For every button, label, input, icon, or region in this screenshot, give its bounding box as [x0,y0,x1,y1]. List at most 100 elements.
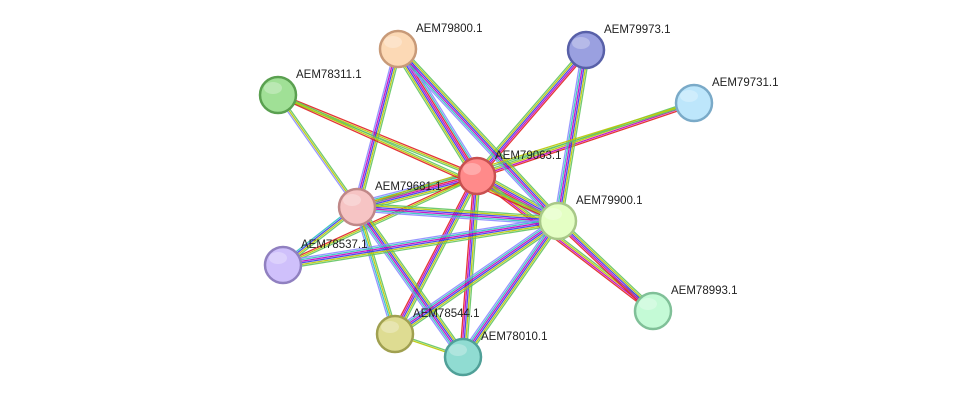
edge-evidence-line [477,104,695,179]
edge-evidence-line [283,222,559,269]
edge-aem79063-1-aem78537-1 [282,173,478,268]
edge-evidence-line [464,222,561,359]
edge-evidence-line [393,218,558,333]
node-aem78544-1[interactable]: AEM78544.1 [375,308,480,354]
node-aem78537-1[interactable]: AEM78537.1 [263,239,368,285]
node-label: AEM78010.1 [481,331,548,343]
edge-aem79900-1-aem78544-1 [392,217,561,338]
node-circle[interactable] [378,29,418,69]
node-highlight [343,194,361,206]
node-aem79681-1[interactable]: AEM79681.1 [337,181,442,227]
edge-evidence-line [477,103,695,178]
edge-evidence-line [459,175,475,357]
edge-evidence-line [357,103,695,209]
edge-evidence-line [357,49,401,208]
edge-evidence-line [459,218,556,356]
edge-evidence-line [393,174,477,334]
edge-evidence-line [391,174,475,333]
edge-evidence-line [276,95,357,209]
edge-evidence-line [396,49,477,178]
edge-evidence-line [356,48,399,208]
node-circle[interactable] [566,30,606,70]
edge-evidence-line [282,216,558,262]
node-layer: AEM79063.1 AEM79800.1 AEM79973.1AEM79731.1… [258,23,779,377]
edge-aem79681-1-aem78010-1 [353,204,467,360]
edge-evidence-line [278,92,559,221]
edge-aem79800-1-aem79681-1 [353,48,402,208]
edge-evidence-line [354,208,462,359]
node-aem79973-1[interactable]: AEM79973.1 [566,24,671,70]
edge-evidence-line [394,175,478,335]
node-circle[interactable] [263,245,303,285]
node-aem78993-1[interactable]: AEM78993.1 [633,285,738,331]
edge-evidence-line [460,175,477,357]
node-highlight [449,344,467,356]
node-circle[interactable] [674,83,714,123]
edge-evidence-line [401,46,482,174]
edge-aem79063-1-aem79800-1 [393,46,482,179]
node-circle[interactable] [258,75,298,115]
edge-evidence-line [400,46,481,175]
edge-evidence-line [392,217,557,332]
edge-aem79900-1-aem78010-1 [459,218,562,360]
edge-evidence-line [460,219,557,356]
edge-evidence-line [283,224,559,270]
edge-evidence-line [355,207,395,335]
edge-evidence-line [554,49,585,221]
node-circle[interactable] [337,187,377,227]
edge-aem79063-1-aem78010-1 [459,175,481,358]
edge-evidence-line [354,48,398,207]
node-circle[interactable] [633,291,673,331]
edge-evidence-line [555,222,652,314]
edge-evidence-line [394,219,558,334]
edge-evidence-line [358,206,398,334]
node-aem78311-1[interactable]: AEM78311.1 [258,69,362,115]
edge-aem79681-1-aem78544-1 [354,206,398,335]
node-highlight [680,90,698,102]
node-highlight [463,163,481,175]
node-label: AEM78537.1 [301,239,368,251]
edge-aem79900-1-aem78537-1 [282,216,559,270]
node-label: AEM79973.1 [604,24,671,36]
edge-evidence-line [559,50,590,222]
edge-evidence-line [357,206,465,357]
edge-evidence-line [277,94,559,222]
edge-evidence-line [353,48,396,207]
edge-evidence-line [282,217,558,264]
edge-evidence-line [558,219,655,311]
edge-evidence-line [556,221,653,313]
edge-evidence-line [277,94,358,208]
node-highlight [381,321,399,333]
node-highlight [384,36,402,48]
edge-evidence-line [394,50,475,179]
node-highlight [544,208,562,220]
node-aem79731-1[interactable]: AEM79731.1 [674,77,779,123]
edge-evidence-line [398,48,560,221]
node-aem78010-1[interactable]: AEM78010.1 [443,331,548,377]
edge-evidence-line [359,49,402,208]
edge-evidence-line [465,176,481,358]
edge-evidence-line [465,222,562,360]
edge-evidence-line [356,207,558,223]
edge-aem79800-1-aem79900-1 [394,45,562,225]
edge-evidence-line [399,46,561,220]
node-aem79800-1[interactable]: AEM79800.1 [378,23,483,69]
node-aem79063-1[interactable]: AEM79063.1 [457,150,562,196]
node-circle[interactable] [457,156,497,196]
edge-evidence-line [475,177,652,314]
node-circle[interactable] [375,314,415,354]
node-label: AEM79063.1 [495,150,562,162]
node-aem79900-1[interactable]: AEM79900.1 [538,195,643,241]
node-highlight [639,298,657,310]
edge-evidence-line [395,222,560,337]
edge-evidence-line [357,205,559,221]
edge-evidence-line [398,47,479,176]
edge-evidence-line [278,93,359,207]
edge-evidence-line [282,175,478,266]
node-circle[interactable] [443,337,483,377]
edge-aem79731-1-aem79681-1 [356,101,695,209]
node-label: AEM79681.1 [375,181,442,193]
edge-evidence-line [358,205,466,356]
node-circle[interactable] [538,201,578,241]
